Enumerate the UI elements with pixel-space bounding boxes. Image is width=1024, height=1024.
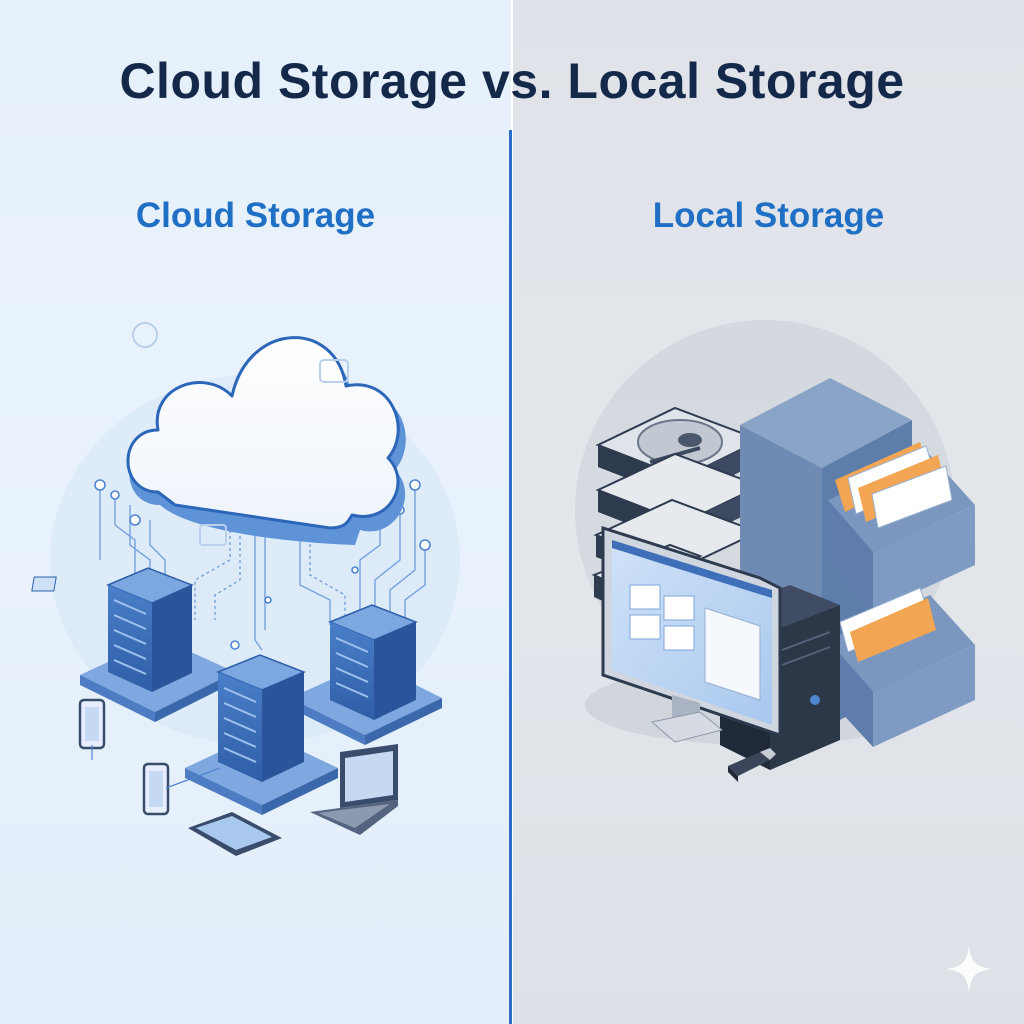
tablet-icon <box>188 812 282 856</box>
cloud-icon <box>126 336 406 545</box>
server-rack-icon <box>328 604 418 720</box>
laptop-icon <box>310 744 398 835</box>
page-title: Cloud Storage vs. Local Storage <box>119 53 905 109</box>
center-divider <box>509 130 512 1024</box>
faint-icons <box>132 322 349 546</box>
desktop-computer-icon <box>601 525 782 743</box>
folder-icons <box>839 587 936 662</box>
device-links <box>91 745 221 789</box>
server-rack-icon <box>31 567 194 692</box>
usb-drive-icon <box>728 748 776 782</box>
cloud-storage-heading: Cloud Storage <box>135 196 376 235</box>
smartphone-icon <box>142 762 170 816</box>
smartphone-icon <box>78 698 106 750</box>
local-storage-heading: Local Storage <box>652 196 885 235</box>
folder-icons <box>835 442 953 529</box>
server-rack-icon <box>216 654 306 782</box>
sparkle-icon <box>946 946 992 992</box>
